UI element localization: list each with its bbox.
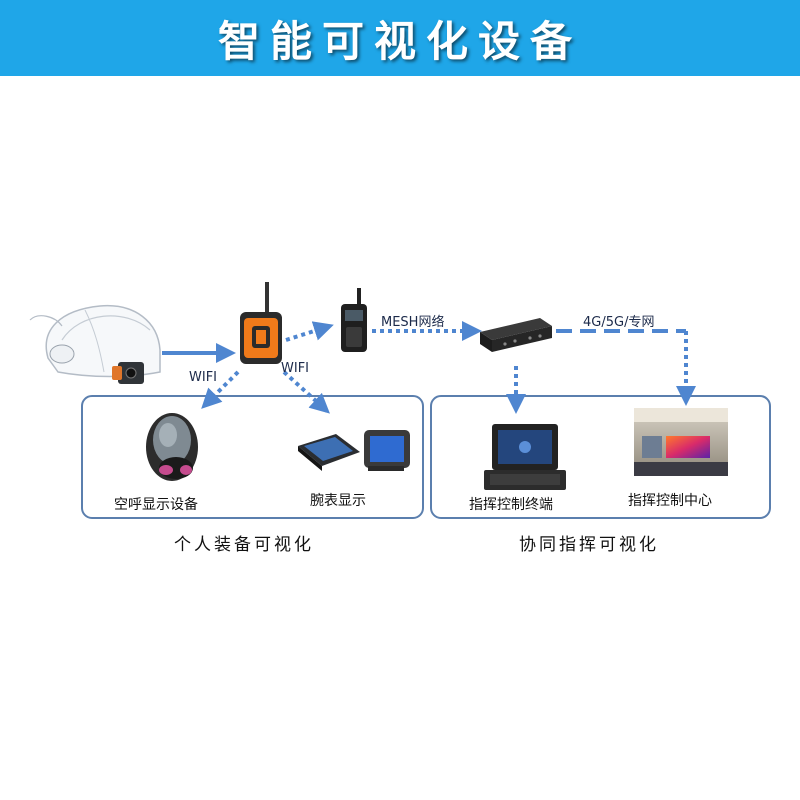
cellular-network-label: 4G/5G/专网 <box>583 315 655 330</box>
wifi-left-label: WIFI <box>189 370 217 385</box>
wifi-to-wrist-arrow <box>282 370 330 414</box>
mesh-network-label: MESH网络 <box>381 315 445 330</box>
command-visualization-caption: 协同指挥可视化 <box>519 535 659 555</box>
mesh-base-station-icon <box>480 318 552 352</box>
radio-to-walkie-arrow <box>285 321 334 342</box>
command-center-room-icon <box>634 408 728 476</box>
helmet-camera-icon <box>29 304 161 384</box>
command-terminal-label: 指挥控制终端 <box>469 497 553 513</box>
wrist-display-icon <box>298 430 410 471</box>
title-banner: 智能可视化设备 <box>0 0 800 76</box>
personal-equipment-group <box>81 395 424 519</box>
connection-arrows <box>162 321 696 414</box>
wrist-display-label: 腕表显示 <box>310 493 366 509</box>
personal-visualization-caption: 个人装备可视化 <box>174 535 314 555</box>
respirator-mask-icon <box>146 413 198 481</box>
respirator-display-label: 空呼显示设备 <box>114 497 198 513</box>
command-group <box>430 395 771 519</box>
command-center-label: 指挥控制中心 <box>628 493 712 509</box>
rugged-laptop-terminal-icon <box>484 424 566 490</box>
page-title: 智能可视化设备 <box>217 16 582 66</box>
walkie-talkie-icon <box>341 288 367 352</box>
wifi-right-label: WIFI <box>281 361 309 376</box>
orange-handheld-radio-icon <box>240 282 282 364</box>
wifi-to-respirator-arrow <box>201 370 240 409</box>
